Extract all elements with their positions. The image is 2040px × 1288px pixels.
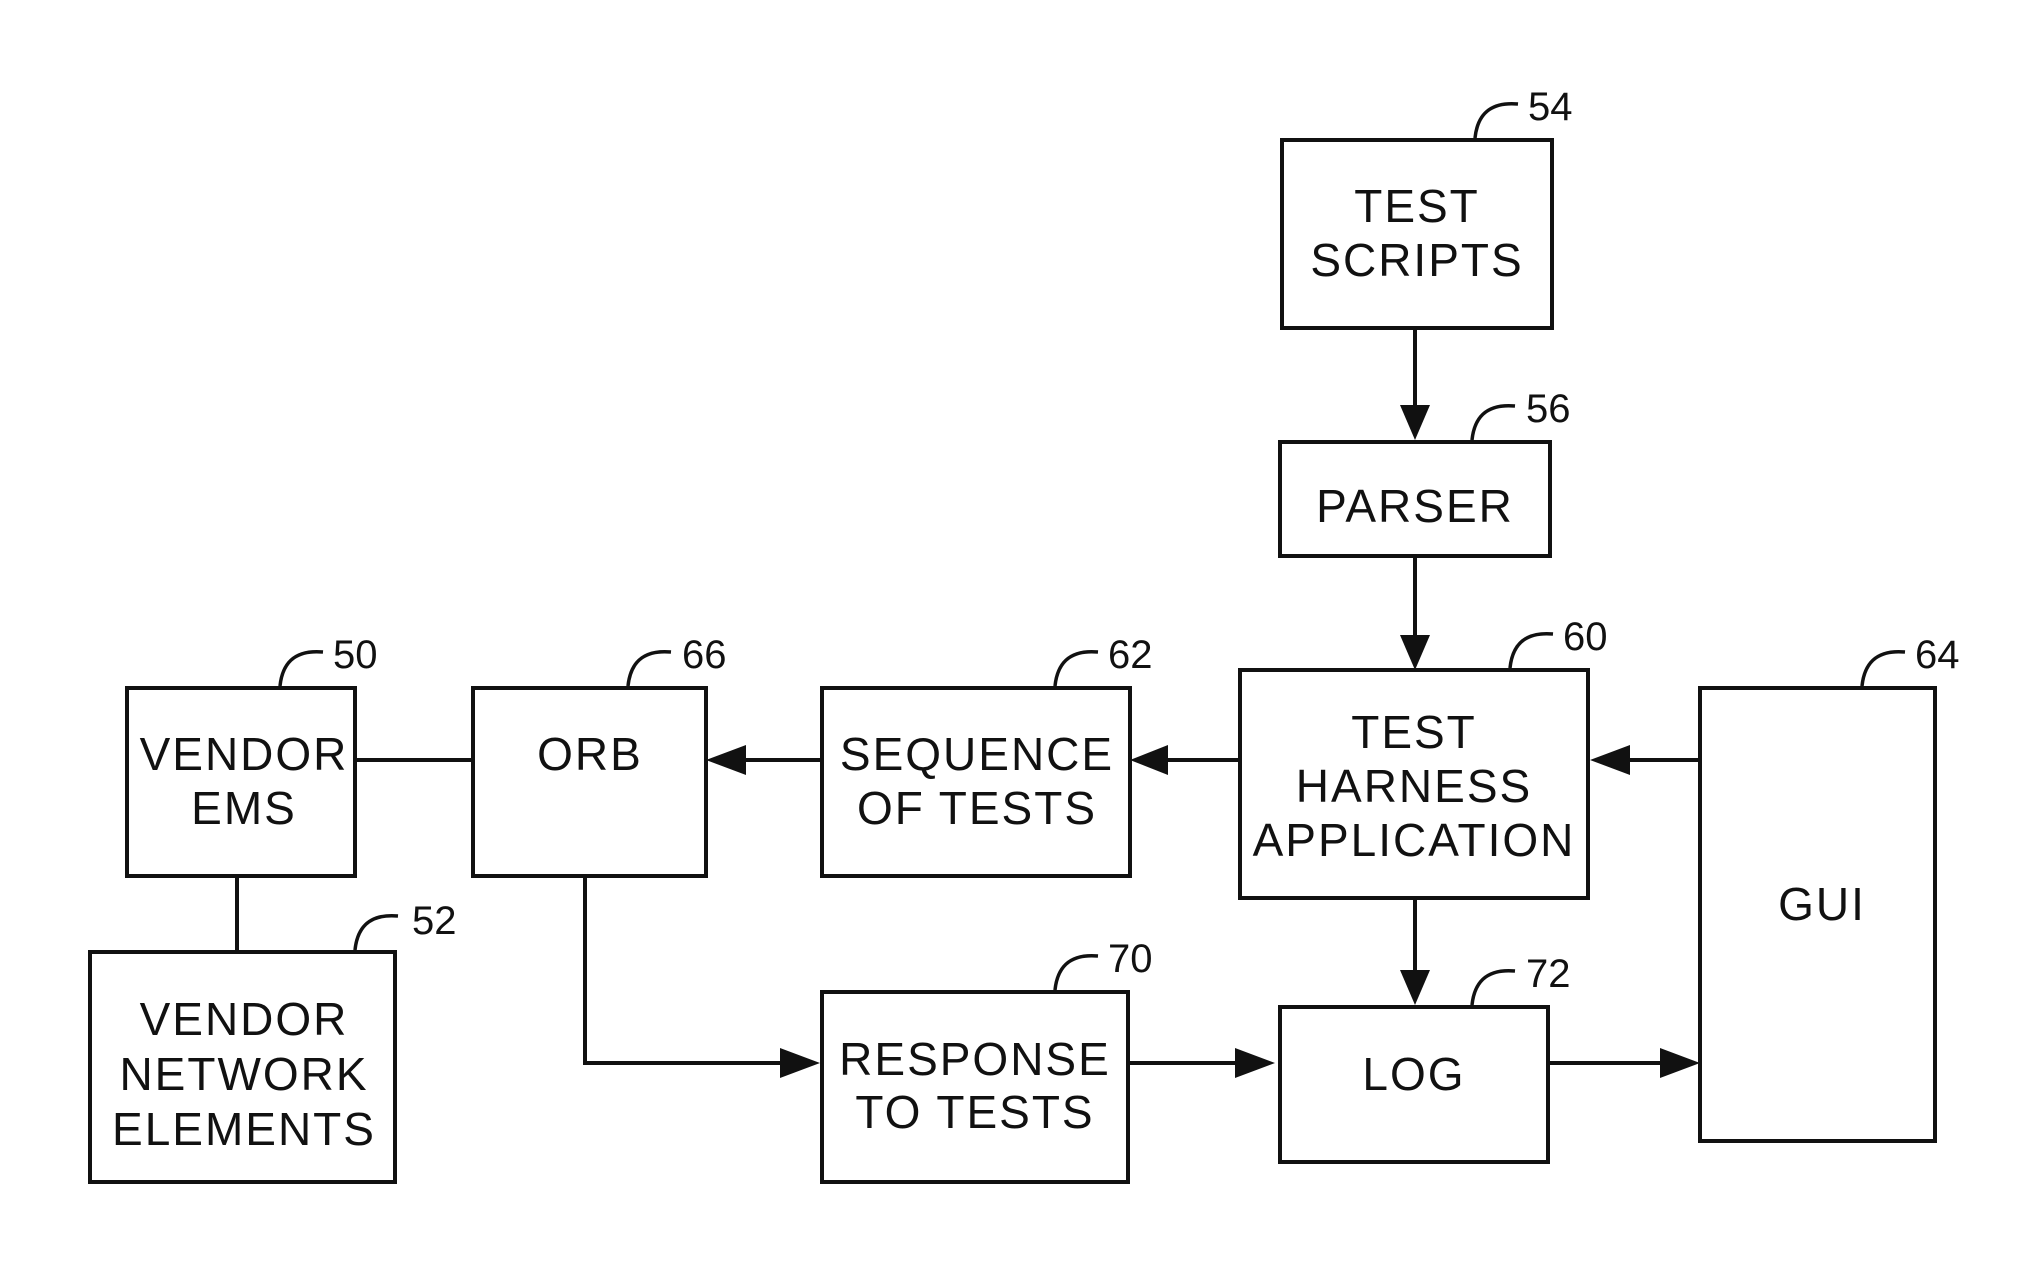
- arrowhead-into-log-left: [1235, 1048, 1275, 1078]
- arrowhead-into-response: [780, 1048, 820, 1078]
- ref-number-50: 50: [333, 633, 378, 677]
- vendor-network-label-line-2: NETWORK: [119, 1048, 368, 1100]
- ref-number-72: 72: [1526, 952, 1571, 996]
- ref-number-64: 64: [1915, 633, 1960, 677]
- sequence-label-line-2: OF TESTS: [857, 782, 1097, 834]
- connectors: [235, 325, 1700, 1078]
- arrowhead-into-sequence: [1130, 745, 1168, 775]
- ref-number-66: 66: [682, 633, 727, 677]
- orb-label: ORB: [537, 728, 643, 780]
- test-harness-label-line-2: HARNESS: [1296, 760, 1532, 812]
- box-vendor-network-elements: VENDOR NETWORK ELEMENTS 52: [88, 899, 457, 1184]
- test-scripts-label-line-2: SCRIPTS: [1310, 234, 1523, 286]
- vendor-ems-label-line-2: EMS: [191, 782, 297, 834]
- arrowhead-into-gui: [1660, 1048, 1700, 1078]
- log-label: LOG: [1362, 1048, 1465, 1100]
- vendor-ems-label-line-1: VENDOR: [140, 728, 349, 780]
- ref-leader-70: [1053, 953, 1099, 991]
- vendor-network-label-line-1: VENDOR: [140, 993, 349, 1045]
- parser-label: PARSER: [1316, 480, 1514, 532]
- box-vendor-ems: VENDOR EMS 50: [125, 633, 378, 878]
- ref-leader-56: [1470, 403, 1516, 441]
- edge-orb-to-response: [583, 875, 785, 1065]
- ref-leader-50: [278, 649, 324, 687]
- response-label-line-1: RESPONSE: [839, 1033, 1111, 1085]
- arrowhead-into-test-harness-right: [1590, 745, 1630, 775]
- ref-number-60: 60: [1563, 615, 1608, 659]
- ref-number-54: 54: [1528, 85, 1573, 129]
- box-orb: ORB 66: [471, 633, 727, 878]
- response-label-line-2: TO TESTS: [855, 1086, 1094, 1138]
- box-response-to-tests: RESPONSE TO TESTS 70: [820, 937, 1153, 1184]
- ref-number-52: 52: [412, 899, 457, 943]
- vendor-network-label-line-3: ELEMENTS: [112, 1103, 376, 1155]
- box-test-harness-application: TEST HARNESS APPLICATION 60: [1238, 615, 1608, 900]
- sequence-label-line-1: SEQUENCE: [840, 728, 1114, 780]
- ref-leader-64: [1860, 649, 1906, 687]
- ref-number-70: 70: [1108, 937, 1153, 981]
- box-test-scripts: TEST SCRIPTS 54: [1280, 85, 1573, 330]
- gui-label: GUI: [1778, 878, 1866, 930]
- arrowhead-into-parser: [1400, 405, 1430, 440]
- box-sequence-of-tests: SEQUENCE OF TESTS 62: [820, 633, 1153, 878]
- ref-leader-66: [626, 649, 672, 687]
- test-harness-label-line-3: APPLICATION: [1253, 814, 1576, 866]
- arrowhead-into-log-top: [1400, 970, 1430, 1005]
- ref-leader-72: [1470, 968, 1516, 1006]
- ref-leader-52: [353, 913, 399, 951]
- ref-leader-54: [1473, 101, 1519, 139]
- ref-number-62: 62: [1108, 633, 1153, 677]
- ref-leader-60: [1508, 631, 1554, 669]
- box-parser: PARSER 56: [1278, 387, 1571, 558]
- box-gui: GUI 64: [1698, 633, 1960, 1143]
- arrowhead-into-orb: [706, 745, 746, 775]
- test-harness-label-line-1: TEST: [1351, 706, 1477, 758]
- ref-number-56: 56: [1526, 387, 1571, 431]
- box-log: LOG 72: [1278, 952, 1571, 1164]
- ref-leader-62: [1053, 649, 1099, 687]
- test-scripts-label-line-1: TEST: [1354, 180, 1480, 232]
- arrowhead-into-test-harness-top: [1400, 635, 1430, 670]
